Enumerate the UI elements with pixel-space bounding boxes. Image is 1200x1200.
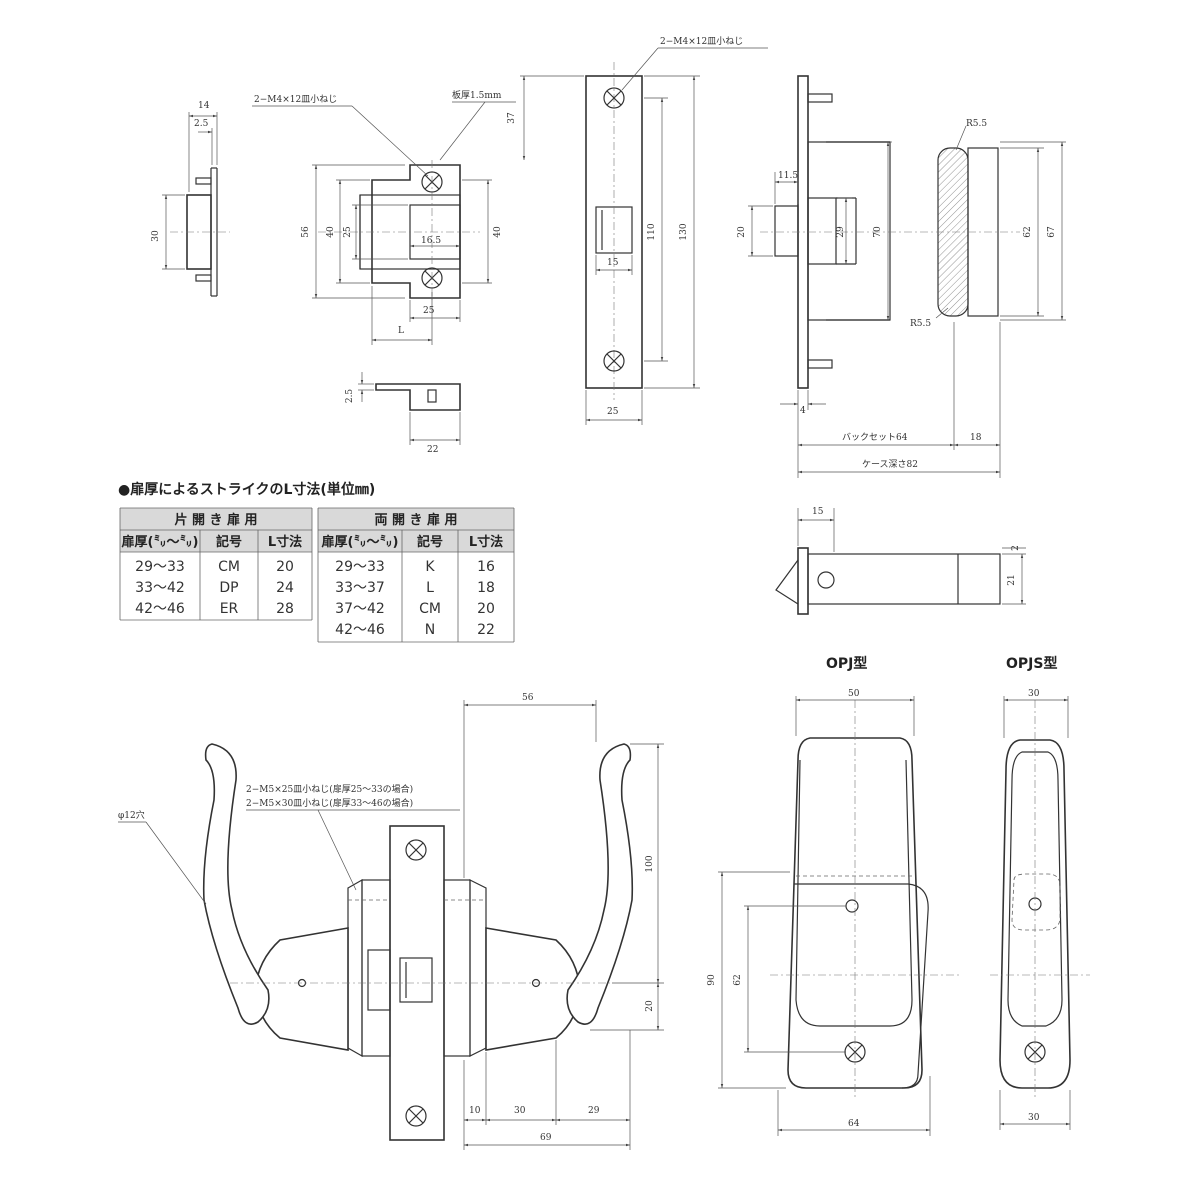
table-cell: 20: [477, 601, 495, 617]
dim-15: 15: [607, 258, 619, 268]
table-cell: CM: [419, 601, 441, 617]
table-cell: 22: [477, 622, 495, 638]
double-h1: 記号: [417, 534, 443, 550]
dim-2: 2: [1011, 545, 1021, 551]
table-cell: 33〜42: [135, 580, 185, 596]
double-h2: L寸法: [469, 534, 503, 550]
dim-25-bottom: 25: [423, 306, 435, 316]
strike-front-view: 56 40 25 16.5 40 25 L 2−M4×12皿小ねじ 板厚1.5m…: [252, 89, 516, 345]
dim-2-5: 2.5: [194, 119, 209, 129]
table-cell: N: [425, 622, 435, 638]
label-screw-m5-25: 2−M5×25皿小ねじ(扉厚25〜33の場合): [246, 783, 413, 795]
strike-side-view: 14 2.5 30: [151, 101, 230, 297]
single-title: 片 開 き 扉 用: [174, 512, 257, 528]
dim-21: 21: [1007, 574, 1017, 585]
table-cell: CM: [218, 559, 240, 575]
dim-37: 37: [507, 112, 517, 124]
dim-62-opj: 62: [733, 974, 743, 985]
label-backset: バックセット64: [842, 432, 908, 443]
single-h2: L寸法: [268, 534, 302, 550]
dim-20: 20: [737, 226, 747, 238]
opj-rose-view: OPJ型 50 90 62 64: [707, 655, 960, 1136]
dim-30-lever: 30: [514, 1106, 526, 1116]
dim-2-5-bottom: 2.5: [345, 389, 355, 404]
dim-11-5: 11.5: [778, 171, 798, 181]
label-hole-12: φ12穴: [118, 809, 145, 821]
dim-4: 4: [800, 406, 806, 416]
label-screw-m4-strike: 2−M4×12皿小ねじ: [254, 94, 337, 105]
dim-16-5: 16.5: [421, 236, 441, 246]
table-cell: 16: [477, 559, 495, 575]
label-screw-m4-front: 2−M4×12皿小ねじ: [660, 36, 743, 47]
table-cell: 42〜46: [335, 622, 385, 638]
dim-30: 30: [151, 230, 161, 242]
dim-40: 40: [326, 226, 336, 238]
table-cell: 28: [276, 601, 294, 617]
table-cell: 33〜37: [335, 580, 385, 596]
table-cell: ER: [220, 601, 239, 617]
dim-30-opjs-bottom: 30: [1028, 1113, 1040, 1123]
table-heading: ●扉厚によるストライクのL寸法(単位㎜): [118, 481, 375, 498]
single-h1: 記号: [216, 534, 242, 550]
opjs-title: OPJS型: [1006, 655, 1057, 672]
dim-25-plate: 25: [607, 407, 619, 417]
table-cell: L: [426, 580, 434, 596]
dim-130: 130: [679, 223, 689, 240]
table-cell: DP: [219, 580, 238, 596]
table-cell: 24: [276, 580, 294, 596]
dim-15-top: 15: [812, 507, 824, 517]
dim-30-opjs-top: 30: [1028, 689, 1040, 699]
latch-top-view: 15 2 21: [775, 507, 1026, 615]
strike-table: ●扉厚によるストライクのL寸法(単位㎜) 片 開 き 扉 用 扉厚(㍉〜㍉) 記…: [118, 481, 515, 643]
dim-29: 29: [836, 226, 846, 238]
label-screw-m5-30: 2−M5×30皿小ねじ(扉厚33〜46の場合): [246, 797, 413, 809]
dim-56-lever: 56: [522, 693, 534, 703]
dim-18: 18: [970, 433, 982, 443]
dim-14: 14: [198, 101, 210, 111]
dim-90: 90: [707, 974, 717, 986]
table-cell: 18: [477, 580, 495, 596]
label-r55-bottom: R5.5: [910, 319, 931, 329]
dim-56: 56: [301, 226, 311, 238]
opjs-rose-view: OPJS型 30 30: [990, 655, 1090, 1130]
dim-29-lever: 29: [588, 1106, 600, 1116]
dim-22: 22: [427, 445, 438, 455]
dim-50: 50: [848, 689, 860, 699]
label-plate-thickness: 板厚1.5mm: [452, 89, 502, 101]
table-cell: 29〜33: [335, 559, 385, 575]
label-case-depth: ケース深さ82: [862, 459, 918, 470]
table-cell: 29〜33: [135, 559, 185, 575]
dim-20-lever: 20: [645, 1000, 655, 1012]
dim-25: 25: [343, 226, 353, 238]
lever-assembly-view: 56 100 20 10 30 29 69 φ12穴 2−M5×25皿小ねじ(扉…: [118, 693, 664, 1150]
dim-62: 62: [1023, 226, 1033, 237]
table-cell: 20: [276, 559, 294, 575]
table-cell: 37〜42: [335, 601, 385, 617]
dim-L: L: [398, 326, 404, 336]
dim-40-right: 40: [493, 226, 503, 238]
single-h0: 扉厚(㍉〜㍉): [122, 534, 199, 550]
dim-69: 69: [540, 1133, 552, 1143]
table-cell: 42〜46: [135, 601, 185, 617]
dim-64: 64: [848, 1119, 860, 1129]
dim-100: 100: [645, 855, 655, 872]
double-title: 両 開 き 扉 用: [374, 512, 457, 528]
opj-title: OPJ型: [826, 655, 867, 672]
strike-bottom-view: 2.5 22: [345, 372, 461, 455]
label-r55-top: R5.5: [966, 119, 987, 129]
dim-110: 110: [647, 223, 657, 240]
table-cell: K: [425, 559, 435, 575]
double-h0: 扉厚(㍉〜㍉): [322, 534, 399, 550]
latch-case-side-view: 11.5 20 29 70 62 67 R5.5 R5.5 4 バックセット64…: [737, 75, 1066, 478]
dim-10: 10: [469, 1106, 481, 1116]
dim-70: 70: [873, 226, 883, 238]
latch-front-plate-view: 37 110 130 15 25 2−M4×12皿小ねじ: [507, 36, 768, 425]
dim-67: 67: [1047, 226, 1057, 238]
